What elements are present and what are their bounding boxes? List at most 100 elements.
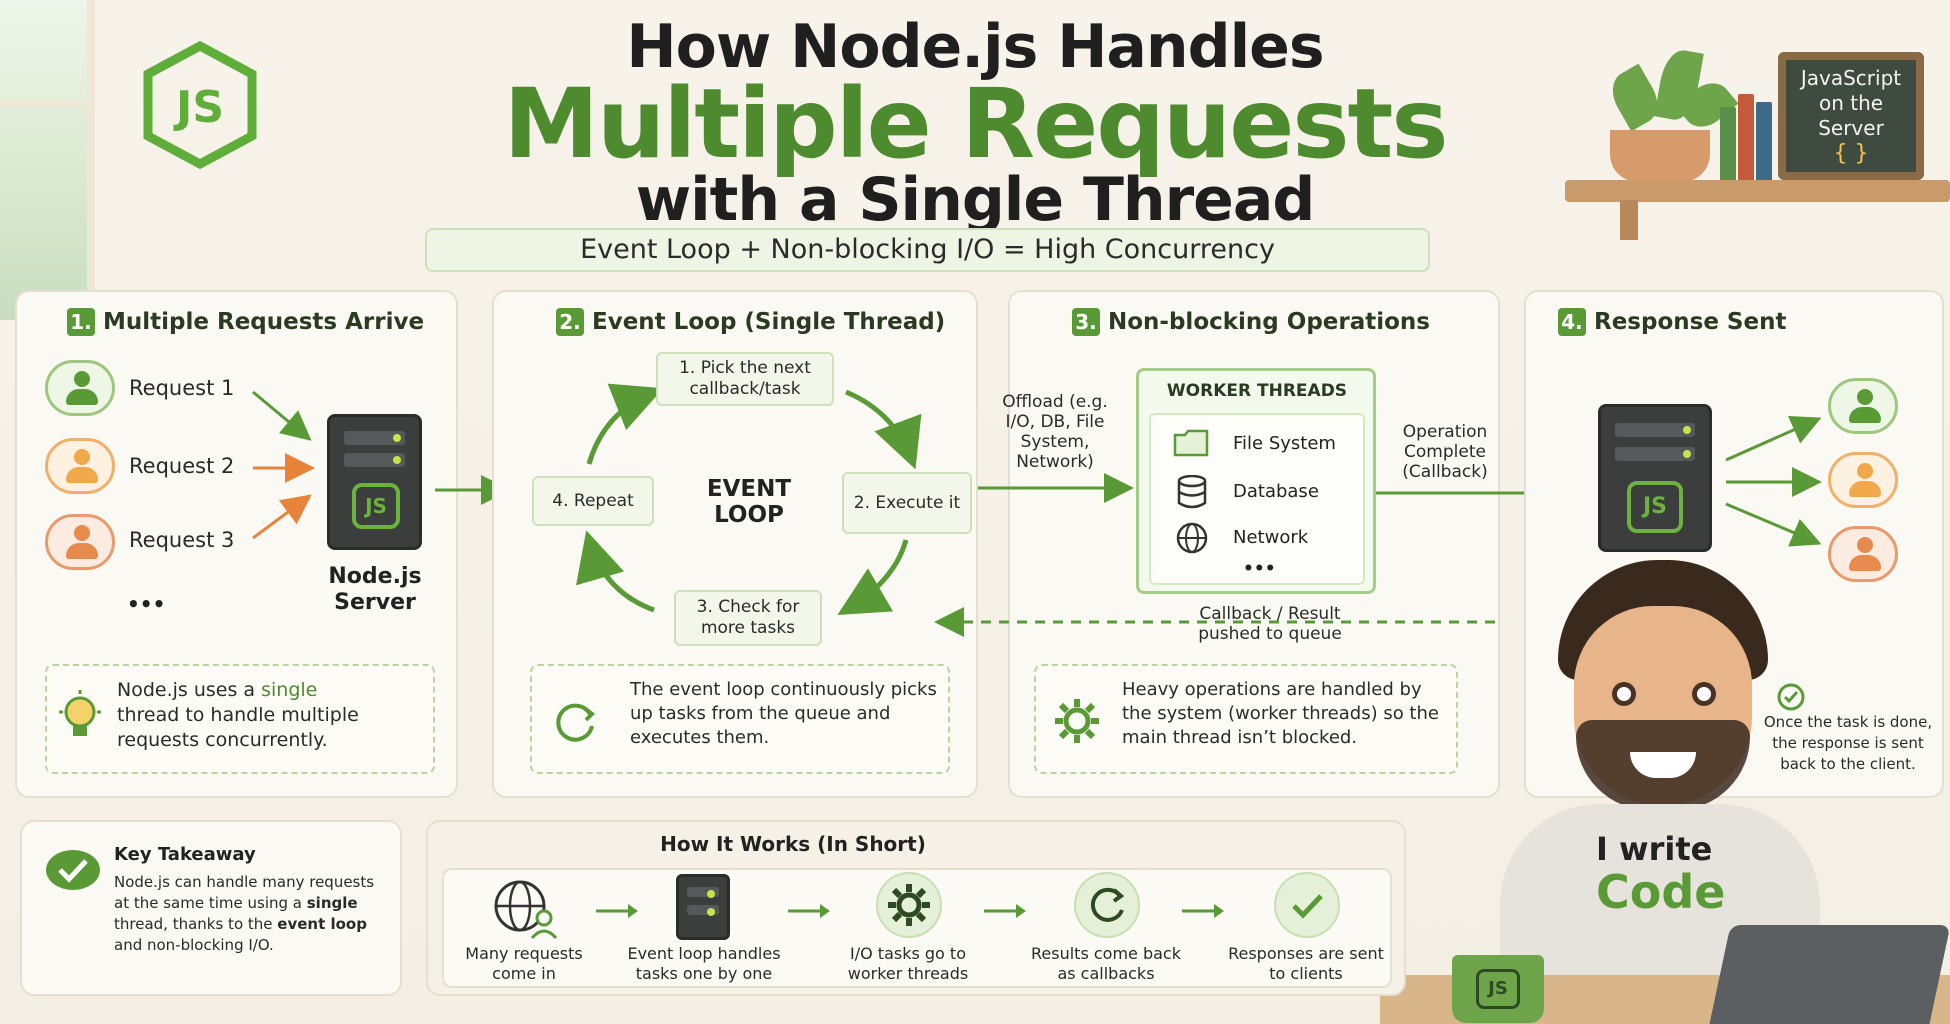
nodejs-server-icon: JS <box>327 414 422 550</box>
chalkboard-line-2: on the <box>1818 91 1884 115</box>
loop-step-1: 1. Pick the next callback/task <box>656 352 834 406</box>
response-arrows <box>1725 416 1822 547</box>
title-line-2: Multiple Requests <box>503 68 1448 180</box>
event-loop-center-label: EVENT LOOP <box>684 476 814 528</box>
callback-label: Callback / Result pushed to queue <box>1198 604 1342 644</box>
character-eye <box>1692 682 1716 706</box>
mug: JS <box>1452 955 1544 1023</box>
panel-requests-arrive: 1.Multiple Requests Arrive Request 1 Req… <box>15 290 458 798</box>
shelf-bracket <box>1620 200 1638 240</box>
logo-text: JS <box>173 82 224 133</box>
takeaway-text-d: event loop <box>277 915 367 933</box>
takeaway-text: Node.js can handle many requests at the … <box>114 872 392 956</box>
worker-threads-box: WORKER THREADS File System Database Netw… <box>1136 368 1376 594</box>
summary-gear-icon <box>876 872 942 938</box>
takeaway-text-a: Node.js can handle many requests at the … <box>114 873 375 912</box>
globe-icon <box>1176 522 1208 554</box>
database-icon <box>1177 475 1207 509</box>
plant-pot <box>1610 130 1710 182</box>
server-label-line-1: Node.js <box>328 564 422 589</box>
summary-step-2: Event loop handles tasks one by one <box>627 944 781 983</box>
summary-step-4: Results come back as callbacks <box>1031 944 1181 983</box>
character-eye <box>1612 682 1636 706</box>
chalkboard-line-3: Server <box>1818 116 1884 140</box>
lightbulb-icon <box>59 690 101 736</box>
panel-2-title: 2. Event Loop (Single Thread) <box>556 308 945 336</box>
takeaway-text-b: single <box>306 894 358 912</box>
refresh-cycle-icon <box>556 703 596 742</box>
summary-server-icon <box>676 874 730 940</box>
response-server-js-logo: JS <box>1627 481 1683 533</box>
note-1-highlight: single <box>261 679 318 701</box>
request-1-label: Request 1 <box>129 376 235 400</box>
worker-database: Database <box>1233 481 1319 502</box>
client-avatar-icon <box>1828 452 1898 508</box>
check-circle-icon <box>46 850 100 890</box>
panel-3-number: 3. <box>1072 308 1100 336</box>
worker-file-system: File System <box>1233 433 1336 454</box>
request-arrows <box>252 390 315 540</box>
panel-2-note: The event loop continuously picks up tas… <box>530 664 950 774</box>
globe-users-icon <box>494 880 558 940</box>
panel-2-number: 2. <box>556 308 584 336</box>
client-avatar-icon <box>1828 378 1898 434</box>
server-label: Node.js Server <box>305 564 445 616</box>
summary-title: How It Works (In Short) <box>660 832 926 856</box>
panel-4-note-text: Once the task is done, the response is s… <box>1763 713 1933 773</box>
user-avatar-icon <box>45 514 115 570</box>
summary-arrow <box>1182 904 1224 918</box>
user-avatar-icon <box>45 360 115 416</box>
gear-icon <box>1055 699 1099 743</box>
panel-nonblocking: 3. Non-blocking Operations Offload (e.g. … <box>1002 290 1500 798</box>
event-loop-center-2: LOOP <box>714 502 784 528</box>
panel-4-title-text: Response Sent <box>1594 309 1787 335</box>
folder-icon <box>1173 429 1209 457</box>
panel-2-title-text: Event Loop (Single Thread) <box>592 309 946 335</box>
response-server-icon: JS <box>1598 404 1712 552</box>
key-takeaway: Key Takeaway Node.js can handle many req… <box>20 820 402 996</box>
event-loop-cycle-arrows <box>576 383 922 616</box>
nodejs-hex-logo-icon: JS <box>143 40 257 170</box>
panel-4-number: 4. <box>1558 308 1586 336</box>
request-3-label: Request 3 <box>129 528 235 552</box>
shelf <box>1565 180 1950 202</box>
window-decoration <box>0 0 95 320</box>
event-loop-center-1: EVENT <box>706 476 792 502</box>
loop-step-3: 3. Check for more tasks <box>674 590 822 646</box>
subtitle-bar: Event Loop + Non-blocking I/O = High Con… <box>425 228 1430 272</box>
more-requests-ellipsis: ••• <box>127 592 166 616</box>
takeaway-text-e: and non-blocking I/O. <box>114 936 274 954</box>
shirt-line-1: I write <box>1596 830 1713 868</box>
summary-arrow <box>596 904 638 918</box>
takeaway-title: Key Takeaway <box>114 844 256 865</box>
title-line-3: with a Single Thread <box>635 165 1316 235</box>
note-1-post: thread to handle multiple requests concu… <box>117 704 359 751</box>
mug-logo: JS <box>1476 969 1520 1009</box>
takeaway-text-c: thread, thanks to the <box>114 915 278 933</box>
summary-check-icon <box>1274 872 1340 938</box>
worker-ellipsis: ••• <box>1243 559 1276 579</box>
summary-panel: How It Works (In Short) <box>426 820 1406 996</box>
summary-callback-icon <box>1074 872 1140 938</box>
panel-3-title: 3. Non-blocking Operations <box>1072 308 1430 336</box>
chalkboard-brace: { } <box>1833 141 1869 166</box>
panel-3-note-text: Heavy operations are handled by the syst… <box>1122 679 1439 748</box>
client-avatar-icon <box>1828 526 1898 582</box>
offload-label: Offload (e.g. I/O, DB, File System, Netw… <box>1002 392 1108 472</box>
panel-3-title-text: Non-blocking Operations <box>1108 309 1430 335</box>
summary-step-3: I/O tasks go to worker threads <box>847 944 969 983</box>
loop-step-2: 2. Execute it <box>842 472 972 534</box>
worker-list: File System Database Network ••• <box>1149 413 1365 585</box>
panel-1-title: 1.Multiple Requests Arrive <box>67 308 424 336</box>
panel-4-title: 4. Response Sent <box>1558 308 1786 336</box>
chalkboard-line-1: JavaScript <box>1800 66 1902 90</box>
panel-2-note-text: The event loop continuously picks up tas… <box>630 679 937 748</box>
server-label-line-2: Server <box>334 590 416 615</box>
laptop <box>1709 925 1950 1024</box>
summary-step-5: Responses are sent to clients <box>1228 944 1384 983</box>
summary-step-1: Many requests come in <box>465 944 583 983</box>
shirt-text: I write Code <box>1596 830 1796 916</box>
panel-1-number: 1. <box>67 308 95 336</box>
